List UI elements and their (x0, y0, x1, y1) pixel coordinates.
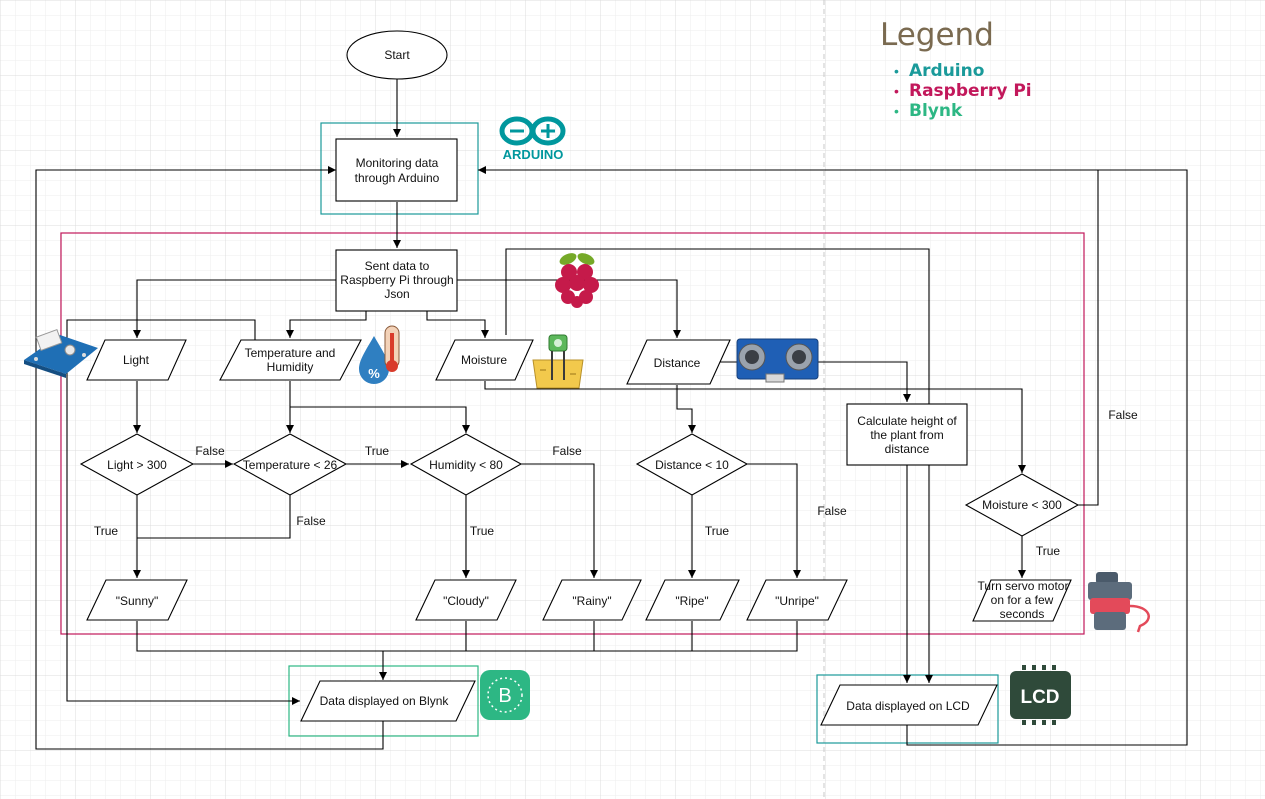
node-sent-line1: Sent data to (365, 259, 430, 273)
node-moisture[interactable]: Moisture (435, 339, 534, 381)
output-ripe-label: "Ripe" (675, 594, 708, 608)
output-sunny[interactable]: "Sunny" (86, 579, 188, 621)
edge-label-temp-false: False (296, 514, 326, 528)
edge-label-dist-false: False (817, 504, 847, 518)
output-blynk[interactable]: Data displayed on Blynk (300, 680, 476, 722)
output-unripe-label: "Unripe" (775, 594, 819, 608)
edge-label-hum-true: True (470, 524, 495, 538)
decision-distance-label: Distance < 10 (655, 458, 729, 472)
node-calc-line3: distance (885, 442, 930, 456)
decision-temperature[interactable]: Temperature < 26 (232, 433, 348, 496)
output-rainy[interactable]: "Rainy" (542, 579, 642, 621)
legend-title: Legend (880, 17, 994, 53)
legend-bullet-blynk: • (894, 103, 899, 119)
output-servo-line3: seconds (1000, 607, 1045, 621)
output-servo[interactable]: Turn servo motor on for a few seconds (972, 579, 1072, 622)
legend-item-blynk: Blynk (909, 101, 963, 121)
light-sensor-icon (24, 329, 98, 378)
node-monitor-line1: Monitoring data (356, 156, 439, 170)
edge-label-hum-false: False (552, 444, 582, 458)
decision-humidity[interactable]: Humidity < 80 (409, 433, 523, 496)
legend-bullet-raspberry-pi: • (894, 83, 899, 99)
output-unripe[interactable]: "Unripe" (746, 579, 848, 621)
edge-label-light-true: True (94, 524, 119, 538)
node-light[interactable]: Light (86, 339, 187, 381)
edge-label-moist-false: False (1108, 408, 1138, 422)
output-cloudy[interactable]: "Cloudy" (415, 579, 517, 621)
node-calc-line2: the plant from (870, 428, 943, 442)
output-sunny-label: "Sunny" (116, 594, 159, 608)
decision-light-label: Light > 300 (107, 458, 167, 472)
output-lcd[interactable]: Data displayed on LCD (820, 684, 998, 726)
decision-moisture[interactable]: Moisture < 300 (964, 473, 1080, 537)
node-calculate-height[interactable]: Calculate height of the plant from dista… (846, 403, 968, 466)
node-light-label: Light (123, 353, 150, 367)
output-rainy-label: "Rainy" (572, 594, 611, 608)
node-distance-label: Distance (654, 356, 701, 370)
arduino-logo: ARDUINO (499, 116, 566, 162)
node-monitor[interactable]: Monitoring data through Arduino (335, 138, 458, 202)
node-start-label: Start (384, 48, 410, 62)
temperature-humidity-icon: % (359, 325, 400, 384)
node-temp-hum-line1: Temperature and (245, 346, 336, 360)
legend-bullet-arduino: • (894, 63, 899, 79)
lcd-logo-text: LCD (1020, 687, 1059, 708)
decision-humidity-label: Humidity < 80 (429, 458, 503, 472)
decision-light[interactable]: Light > 300 (79, 433, 195, 496)
output-servo-line1: Turn servo motor (978, 579, 1069, 593)
raspberry-pi-icon (555, 253, 599, 308)
legend-item-arduino: Arduino (909, 61, 984, 81)
lcd-logo: LCD (1010, 665, 1071, 725)
output-cloudy-label: "Cloudy" (443, 594, 489, 608)
decision-temperature-label: Temperature < 26 (243, 458, 338, 472)
output-lcd-label: Data displayed on LCD (846, 699, 970, 713)
blynk-logo: B (480, 670, 530, 720)
decision-moisture-label: Moisture < 300 (982, 498, 1062, 512)
edge-label-moist-true: True (1036, 544, 1061, 558)
output-servo-line2: on for a few (991, 593, 1054, 607)
ultrasonic-sensor-icon (736, 338, 819, 383)
edge-label-temp-true: True (365, 444, 390, 458)
node-temperature-humidity[interactable]: Temperature and Humidity (219, 339, 362, 381)
servo-motor-icon (1088, 572, 1150, 633)
node-distance[interactable]: Distance (626, 339, 731, 385)
node-start[interactable]: Start (346, 30, 448, 80)
moisture-sensor-icon (532, 334, 584, 389)
connectors (35, 79, 1188, 750)
legend: Legend • Arduino • Raspberry Pi • Blynk (880, 17, 1032, 121)
node-moisture-label: Moisture (461, 353, 507, 367)
node-sent-line2: Raspberry Pi through (340, 273, 453, 287)
legend-item-raspberry-pi: Raspberry Pi (909, 81, 1032, 101)
blynk-logo-text: B (498, 685, 511, 707)
node-sent-data[interactable]: Sent data to Raspberry Pi through Json (335, 249, 458, 312)
output-blynk-label: Data displayed on Blynk (320, 694, 450, 708)
edge-label-light-false: False (195, 444, 225, 458)
node-sent-line3: Json (384, 287, 409, 301)
node-calc-line1: Calculate height of (857, 414, 957, 428)
output-ripe[interactable]: "Ripe" (645, 579, 740, 621)
raspberry-pi-frame (60, 232, 1085, 635)
edge-labels: False True True False False True True Fa… (94, 408, 1138, 558)
decision-distance[interactable]: Distance < 10 (635, 433, 749, 496)
edge-label-dist-true: True (705, 524, 730, 538)
percent-glyph: % (368, 366, 380, 381)
arduino-logo-text: ARDUINO (503, 147, 564, 162)
node-temp-hum-line2: Humidity (267, 360, 314, 374)
node-monitor-line2: through Arduino (355, 171, 440, 185)
